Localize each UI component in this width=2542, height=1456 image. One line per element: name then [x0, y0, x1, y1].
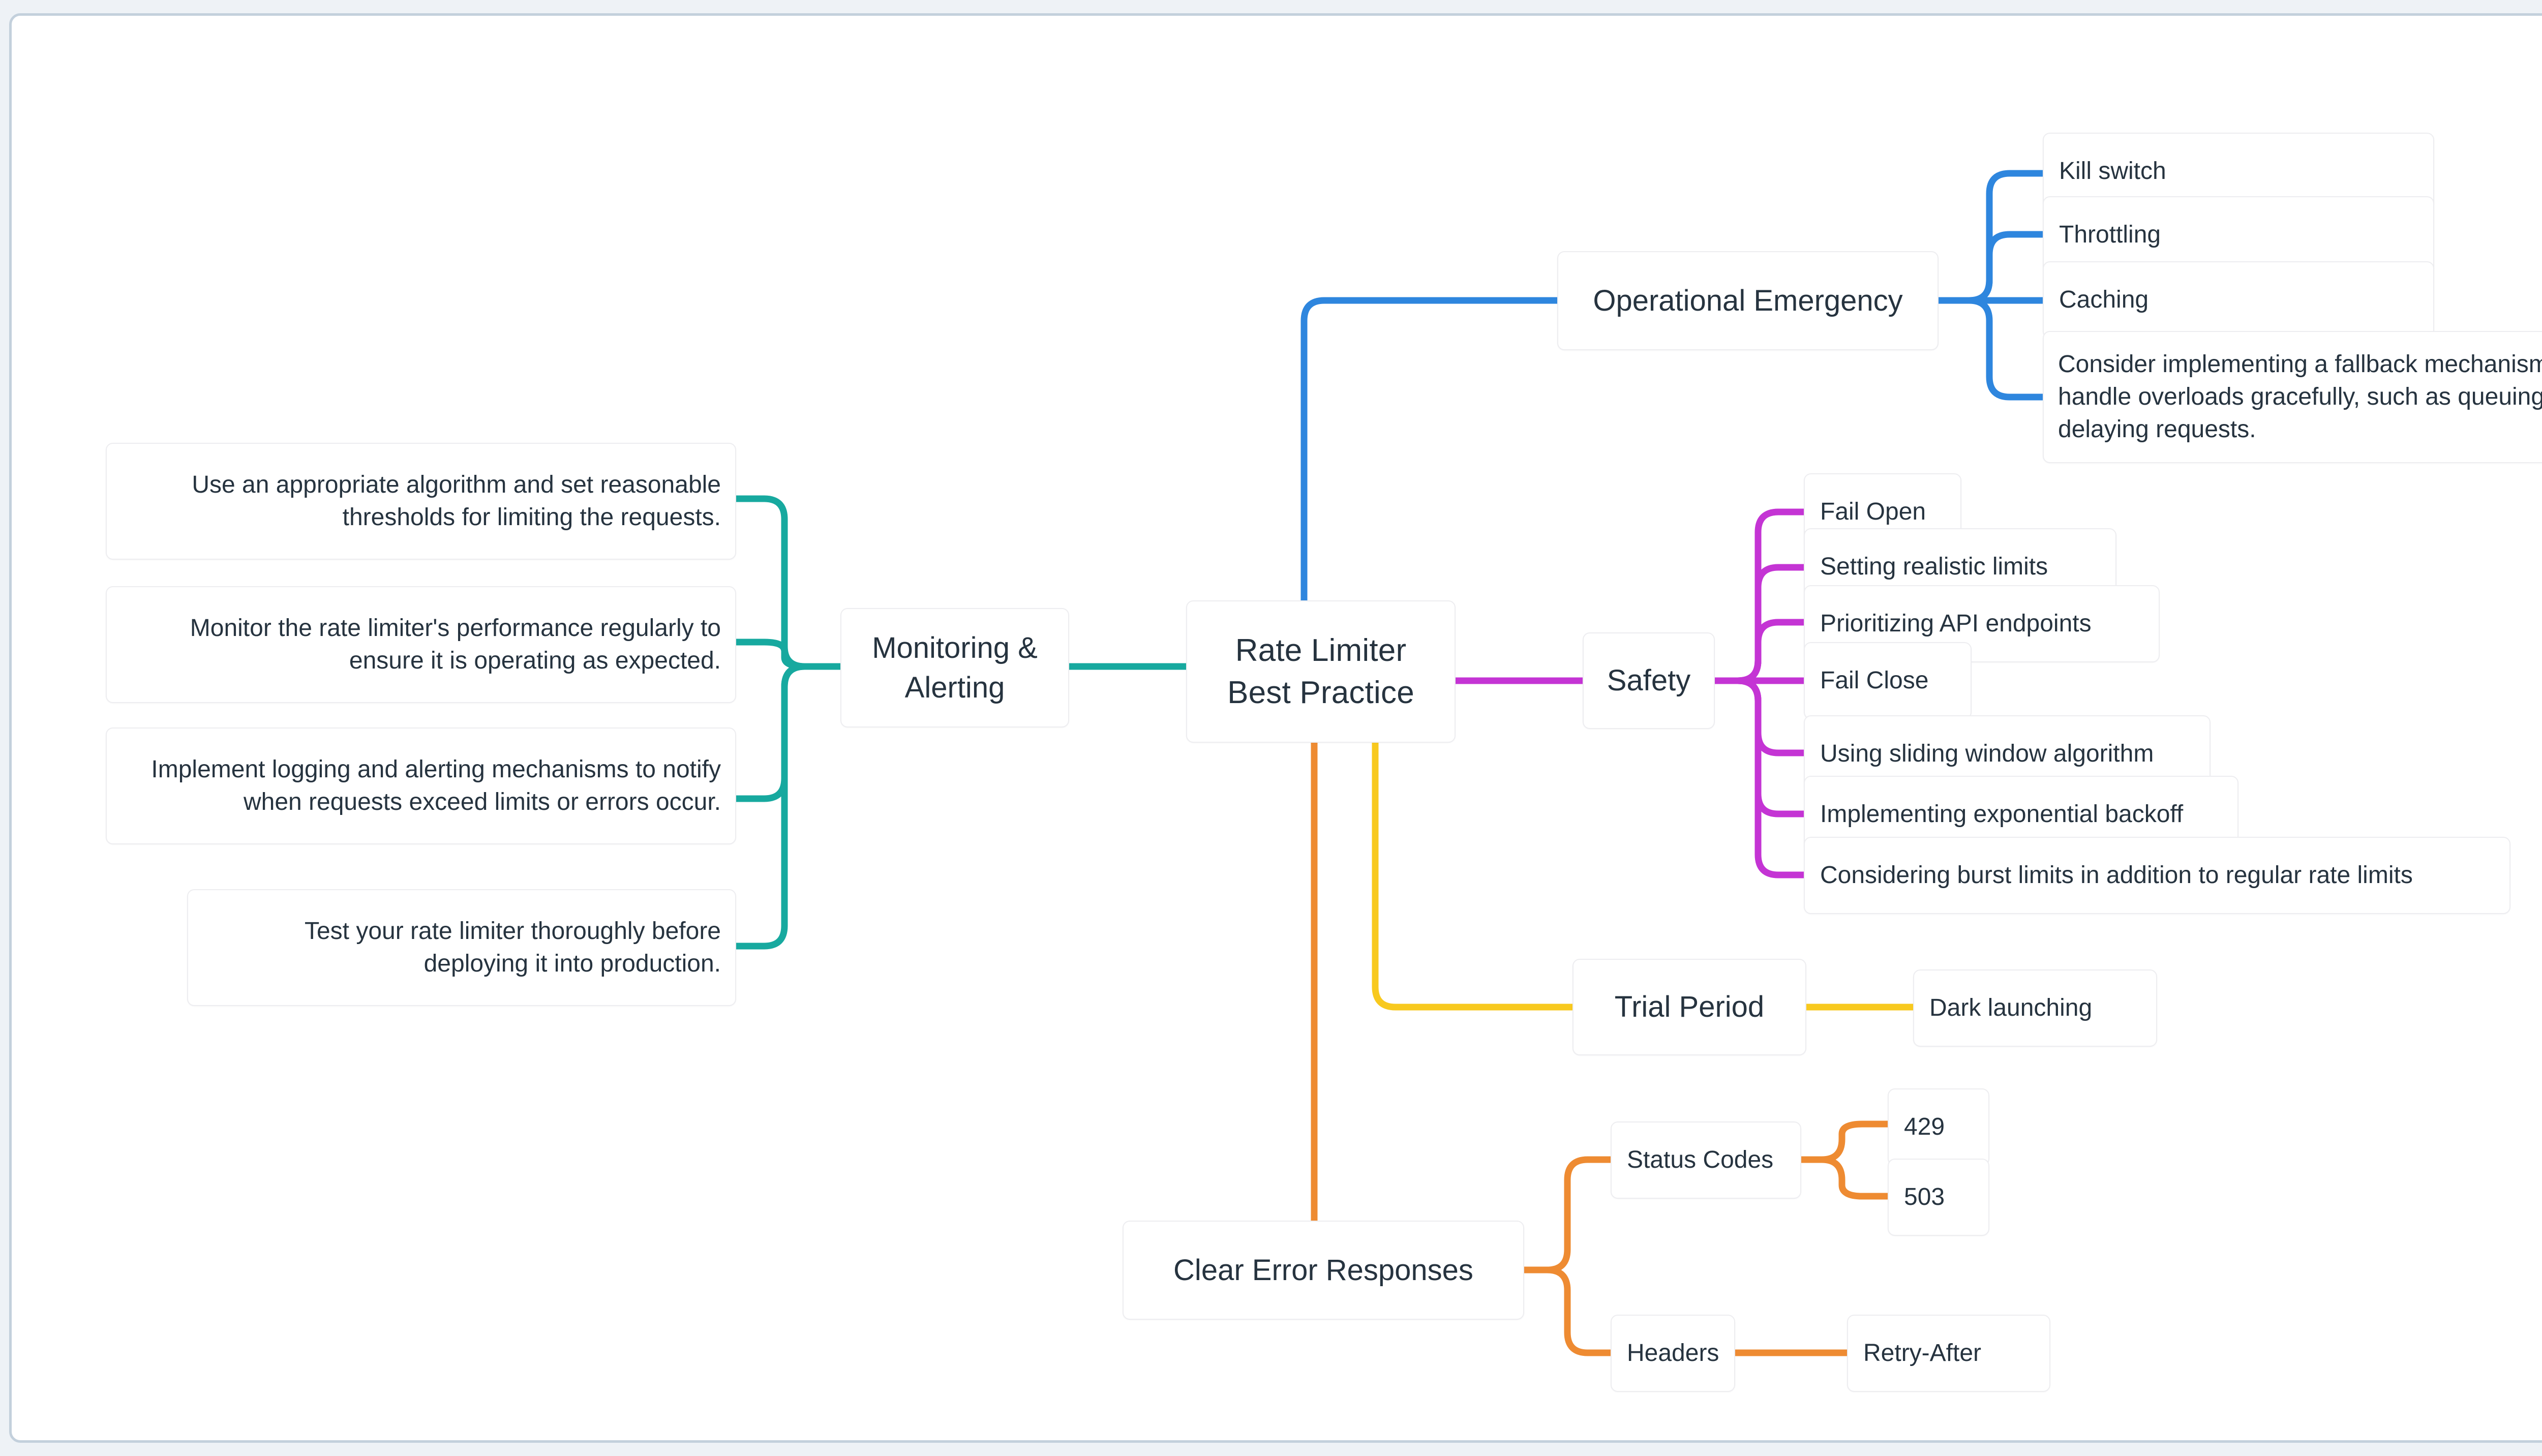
leaf-node-trial-0[interactable]: Dark launching: [1913, 969, 2157, 1047]
connector-group-safety: [1452, 508, 1807, 878]
leaf-label-trial-0: Dark launching: [1929, 994, 2093, 1021]
connector-operational-to-child-3: [1935, 297, 2046, 401]
root-node[interactable]: Rate Limiter Best Practice: [1186, 600, 1456, 743]
leaf-label-operational-3: Consider implementing a fallback mechani…: [2058, 350, 2542, 443]
leaf-node-operational-3[interactable]: Consider implementing a fallback mechani…: [2043, 331, 2542, 463]
branch-node-trial-period[interactable]: Trial Period: [1572, 959, 1806, 1055]
branch-label-safety: Safety: [1607, 664, 1691, 697]
connector-root-to-operational: [1300, 297, 1561, 624]
leaf-label-status-code-429: 429: [1904, 1113, 1945, 1140]
leaf-label-operational-1: Throttling: [2059, 221, 2161, 248]
sub-branch-label-status-codes: Status Codes: [1627, 1146, 1774, 1173]
leaf-label-safety-2: Prioritizing API endpoints: [1820, 610, 2092, 637]
branch-node-operational-emergency[interactable]: Operational Emergency: [1557, 251, 1939, 350]
leaf-label-monitoring-1: Monitor the rate limiter's performance r…: [190, 614, 721, 674]
connector-group-monitoring: [733, 495, 1190, 950]
connector-group-operational-emergency: [1300, 170, 2046, 624]
branch-label-operational-emergency: Operational Emergency: [1593, 284, 1903, 317]
leaf-node-status-code-429[interactable]: 429: [1888, 1088, 1989, 1166]
connector-safety-to-child-6: [1711, 677, 1807, 878]
leaf-label-monitoring-0: Use an appropriate algorithm and set rea…: [192, 471, 721, 531]
leaf-node-safety-6[interactable]: Considering burst limits in addition to …: [1804, 837, 2510, 914]
leaf-label-retry-after: Retry-After: [1863, 1339, 1982, 1367]
leaf-label-status-code-503: 503: [1904, 1183, 1945, 1210]
sub-branch-node-status-codes[interactable]: Status Codes: [1611, 1121, 1801, 1199]
mindmap-connectors: [733, 170, 2046, 1356]
mindmap-canvas: Rate Limiter Best Practice Monitoring & …: [9, 13, 2542, 1443]
leaf-node-operational-1[interactable]: Throttling: [2043, 196, 2434, 274]
root-node-label: Rate Limiter Best Practice: [1227, 632, 1414, 710]
leaf-node-monitoring-2[interactable]: Implement logging and alerting mechanism…: [106, 727, 736, 844]
branch-label-clear-error-responses: Clear Error Responses: [1173, 1253, 1473, 1287]
connector-root-to-trial: [1372, 739, 1576, 1011]
leaf-label-operational-2: Caching: [2059, 286, 2149, 313]
leaf-node-operational-2[interactable]: Caching: [2043, 261, 2434, 339]
leaf-node-retry-after[interactable]: Retry-After: [1847, 1315, 2050, 1392]
connector-safety-to-child-2: [1711, 619, 1807, 684]
connector-status-codes-to-503: [1798, 1156, 1891, 1200]
connector-clear-error-to-status-codes: [1521, 1156, 1614, 1273]
connector-group-trial-period: [1372, 739, 1917, 1011]
connector-status-codes-to-429: [1798, 1120, 1891, 1163]
connector-monitoring-to-child-2: [733, 663, 844, 802]
connector-clear-error-to-headers: [1521, 1266, 1614, 1356]
leaf-label-operational-0: Kill switch: [2059, 157, 2166, 185]
leaf-label-safety-3: Fail Close: [1820, 666, 1929, 694]
branch-node-monitoring-alerting[interactable]: Monitoring & Alerting: [840, 608, 1069, 727]
leaf-node-monitoring-3[interactable]: Test your rate limiter thoroughly before…: [187, 889, 736, 1006]
leaf-label-safety-4: Using sliding window algorithm: [1820, 740, 2154, 767]
leaf-label-safety-6: Considering burst limits in addition to …: [1820, 861, 2413, 889]
branch-label-monitoring-alerting: Monitoring & Alerting: [872, 631, 1038, 704]
leaf-node-status-code-503[interactable]: 503: [1888, 1159, 1989, 1236]
branch-node-safety[interactable]: Safety: [1583, 632, 1715, 729]
leaf-node-monitoring-0[interactable]: Use an appropriate algorithm and set rea…: [106, 443, 736, 560]
leaf-label-safety-5: Implementing exponential backoff: [1820, 800, 2184, 828]
connector-group-clear-error: [1311, 739, 1891, 1356]
leaf-node-monitoring-1[interactable]: Monitor the rate limiter's performance r…: [106, 586, 736, 703]
sub-branch-label-headers: Headers: [1627, 1339, 1719, 1367]
branch-label-trial-period: Trial Period: [1614, 990, 1765, 1024]
leaf-label-safety-1: Setting realistic limits: [1820, 553, 2048, 580]
leaf-label-monitoring-2: Implement logging and alerting mechanism…: [151, 755, 721, 815]
sub-branch-node-headers[interactable]: Headers: [1611, 1315, 1735, 1392]
connector-monitoring-to-child-3: [733, 663, 844, 950]
branch-node-clear-error-responses[interactable]: Clear Error Responses: [1123, 1221, 1524, 1320]
leaf-label-monitoring-3: Test your rate limiter thoroughly before…: [304, 917, 721, 977]
leaf-label-safety-0: Fail Open: [1820, 498, 1926, 525]
connector-operational-to-child-1: [1935, 231, 2046, 304]
leaf-node-safety-3[interactable]: Fail Close: [1804, 642, 1972, 719]
